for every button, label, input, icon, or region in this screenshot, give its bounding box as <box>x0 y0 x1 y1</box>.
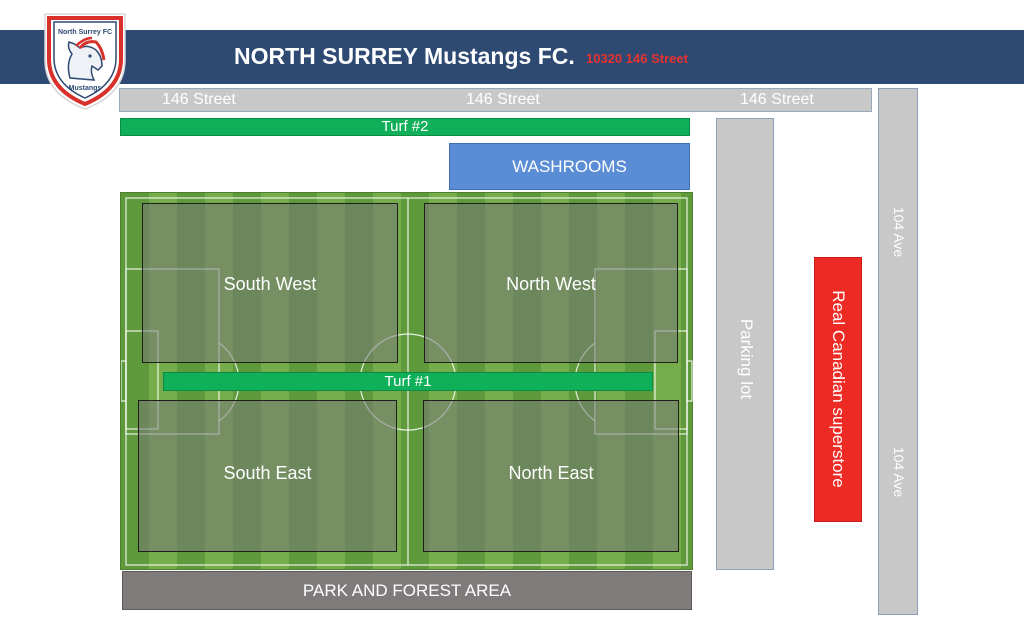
zone-north-east-label: North East <box>508 463 594 483</box>
zone-south-east-label: South East <box>223 463 312 483</box>
avenue-104: 104 Ave 104 Ave <box>878 88 918 615</box>
page-title: NORTH SURREY Mustangs FC. <box>234 43 575 69</box>
parking-lot-label: Parking lot <box>737 318 756 400</box>
zone-north-west-label: North West <box>506 274 596 294</box>
turf-1-label: Turf #1 <box>384 373 432 390</box>
park-forest-area: PARK AND FOREST AREA <box>122 571 692 610</box>
zone-south-west: South West <box>142 203 398 363</box>
parking-lot: Parking lot <box>716 118 774 570</box>
mustang-crest-icon: North Surrey FC Mustangs <box>44 13 126 110</box>
real-canadian-superstore: Real Canadian superstore <box>814 257 862 522</box>
street-146: 146 Street 146 Street 146 Street <box>119 88 872 112</box>
avenue-label: 104 Ave <box>891 206 907 258</box>
street-label: 146 Street <box>162 91 236 108</box>
washrooms-block: WASHROOMS <box>449 143 690 190</box>
soccer-field: South West North West South East North E… <box>120 192 693 570</box>
superstore-label: Real Canadian superstore <box>829 290 848 488</box>
street-label: 146 Street <box>466 91 540 108</box>
address-label: 10320 146 Street <box>586 51 688 66</box>
zone-south-west-label: South West <box>223 274 317 294</box>
header-bar <box>0 30 1024 84</box>
turf-2-label: Turf #2 <box>381 118 429 135</box>
park-forest-label: PARK AND FOREST AREA <box>302 581 512 600</box>
zone-north-west: North West <box>424 203 678 363</box>
washrooms-label: WASHROOMS <box>512 157 627 176</box>
turf-1-strip: Turf #1 <box>163 372 653 391</box>
logo-top-text: North Surrey FC <box>58 29 112 36</box>
club-logo: North Surrey FC Mustangs <box>40 8 130 112</box>
zone-north-east: North East <box>423 400 679 552</box>
logo-bottom-text: Mustangs <box>69 85 102 92</box>
avenue-label: 104 Ave <box>891 446 907 498</box>
street-label: 146 Street <box>740 91 814 108</box>
turf-2-strip: Turf #2 <box>120 118 690 136</box>
zone-south-east: South East <box>138 400 397 552</box>
